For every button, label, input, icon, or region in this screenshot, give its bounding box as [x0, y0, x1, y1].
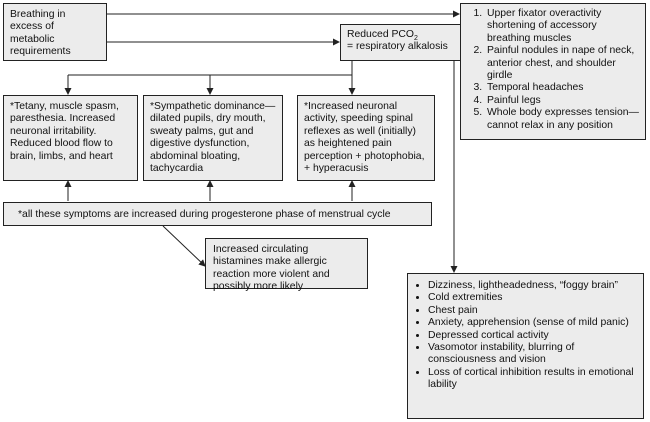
neuronal-box: *Increased neuronal activity, speeding s…	[297, 95, 435, 181]
list-item: Painful nodules in nape of neck, anterio…	[485, 45, 639, 82]
sympathetic-box: *Sympathetic dominance—dilated pupils, d…	[143, 95, 283, 181]
tetany-text: *Tetany, muscle spasm, paresthesia. Incr…	[10, 101, 119, 162]
arrow-prog-to-histamines	[162, 225, 206, 267]
histamines-box: Increased circulating histamines make al…	[205, 238, 368, 292]
progesterone-text: *all these symptoms are increased during…	[18, 209, 391, 220]
breathing-text: Breathing in excess of metabolic require…	[10, 9, 71, 58]
sympathetic-text: *Sympathetic dominance—dilated pupils, d…	[150, 101, 276, 175]
upper-effects-list: Upper fixator overactivity shortening of…	[465, 8, 639, 132]
list-item: Whole body expresses tension—cannot rela…	[485, 107, 639, 132]
tetany-box: *Tetany, muscle spasm, paresthesia. Incr…	[3, 95, 138, 181]
list-item: Chest pain	[428, 305, 637, 317]
pco2-line1: Reduced PCO2	[347, 29, 418, 43]
list-item: Anxiety, apprehension (sense of mild pan…	[428, 317, 637, 329]
upper-effects-box: Upper fixator overactivity shortening of…	[460, 3, 646, 140]
cns-effects-box: Dizziness, lightheadedness, “foggy brain…	[407, 273, 644, 419]
histamines-text: Increased circulating histamines make al…	[213, 244, 330, 293]
list-item: Dizziness, lightheadedness, “foggy brain…	[428, 280, 637, 292]
list-item: Depressed cortical activity	[428, 330, 637, 342]
list-item: Upper fixator overactivity shortening of…	[485, 8, 639, 45]
list-item: Painful legs	[485, 95, 639, 107]
progesterone-box: *all these symptoms are increased during…	[3, 202, 432, 226]
list-item: Loss of cortical inhibition results in e…	[428, 367, 637, 392]
breathing-box: Breathing in excess of metabolic require…	[3, 3, 107, 61]
list-item: Cold extremities	[428, 292, 637, 304]
neuronal-text: *Increased neuronal activity, speeding s…	[304, 101, 425, 175]
pco2-line2: = respiratory alkalosis	[347, 41, 448, 53]
list-item: Temporal headaches	[485, 82, 639, 94]
list-item: Vasomotor instability, blurring of consc…	[428, 342, 637, 367]
cns-effects-list: Dizziness, lightheadedness, “foggy brain…	[414, 280, 637, 392]
